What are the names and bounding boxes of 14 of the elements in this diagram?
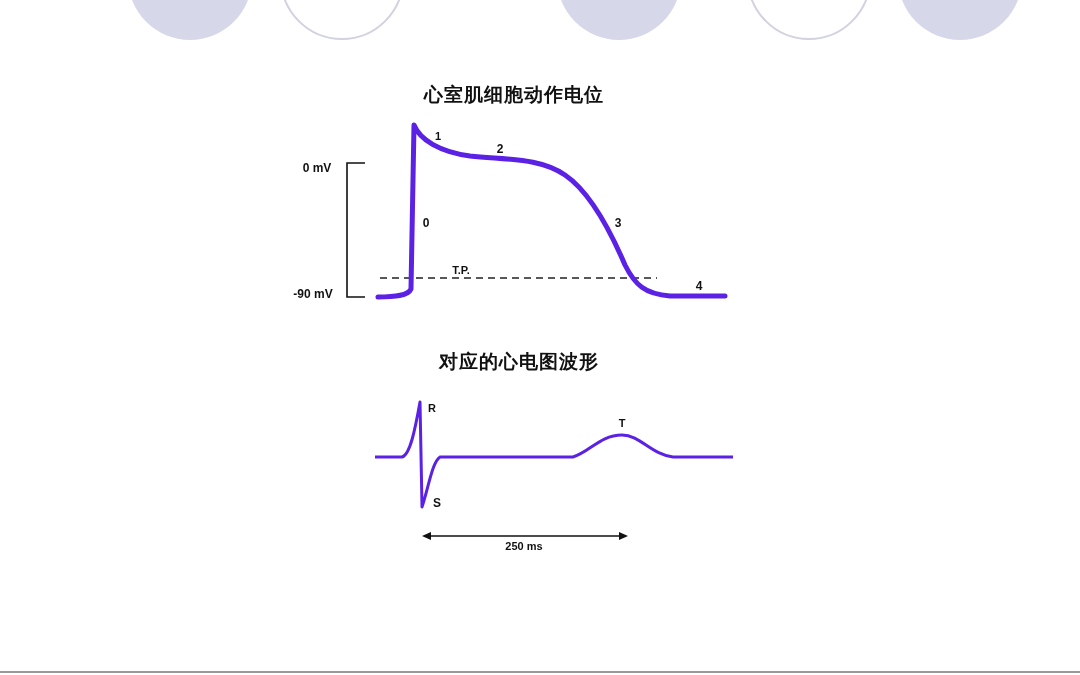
phase-label: 1 (434, 130, 442, 142)
phase-label: 3 (614, 217, 622, 229)
phase-label: 0 (422, 217, 430, 229)
wave-label: R (428, 402, 436, 414)
dimension-label: 250 ms (505, 540, 543, 552)
threshold-label: T.P. (452, 264, 470, 276)
phase-label: 4 (695, 280, 703, 292)
voltage-label: -90 mV (293, 288, 333, 300)
wave-label: T (618, 417, 626, 429)
chart-title: 对应的心电图波形 (439, 351, 599, 371)
wave-label: S (433, 497, 441, 509)
chart-title: 心室肌细胞动作电位 (424, 84, 604, 104)
phase-label: 2 (496, 143, 504, 155)
voltage-label: 0 mV (302, 162, 332, 174)
